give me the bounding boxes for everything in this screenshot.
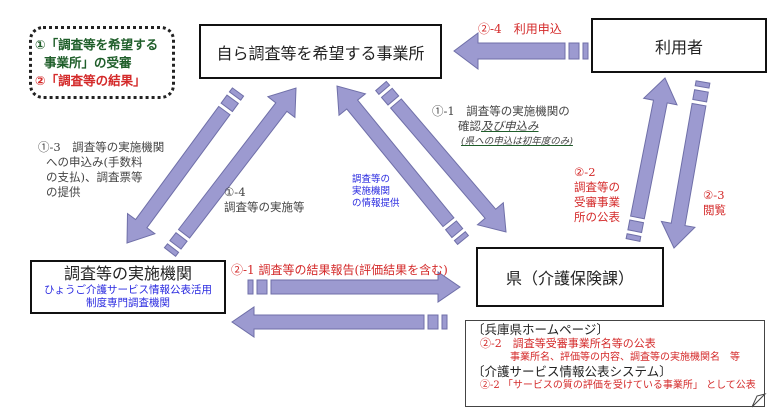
agency-subtitle-1: ひょうご介護サービス情報公表活用: [44, 284, 212, 296]
arrow-step-1-4-icon: [177, 87, 297, 239]
arrow-step-1-1-tail-dash: [375, 80, 391, 96]
agency-title: 調査等の実施機関: [63, 264, 192, 283]
label-step-1-3-line: の支払)、調査票等: [46, 170, 143, 184]
note-hp-heading: 〔兵庫県ホームページ〕: [472, 322, 609, 337]
arrow-step-1-3-icon: [126, 105, 231, 244]
arrow-step-1-3-tail-dash: [220, 94, 239, 113]
node-user-label: 利用者: [654, 37, 703, 57]
node-prefecture: 県（介護保険課）: [476, 247, 664, 307]
node-survey-agency: 調査等の実施機関 ひょうご介護サービス情報公表活用 制度専門調査機関: [30, 260, 226, 314]
label-step-1-4-line: ①-4: [224, 185, 246, 199]
legend-line-1: ①「調査等を希望する: [35, 37, 159, 52]
publication-note-box: 〔兵庫県ホームページ〕 ②-2 調査等受審事業所名等の公表 事業所名、評価等の内…: [465, 320, 765, 407]
arrow-step-1-1-tail-dash: [380, 87, 400, 106]
arrow-agency-info-tail-dash: [444, 220, 464, 239]
note-hp-line-2: 事業所名、評価等の内容、調査等の実施機関名 等: [510, 352, 740, 363]
arrow-step-2-4-tail-dash: [568, 42, 580, 60]
arrow-step-2-2-icon: [630, 77, 678, 220]
label-step-2-2-line: 受審事業: [574, 195, 620, 209]
arrow-step-2-1-return-tail-dash: [441, 314, 448, 330]
label-step-2-1: ②-1 調査等の結果報告(評価結果を含む): [231, 263, 448, 277]
arrow-step-2-3-icon: [660, 102, 707, 249]
label-agency-info-line: 実施機関: [352, 186, 391, 197]
label-step-2-2-line: 調査等の: [574, 180, 620, 194]
arrow-step-2-4-icon: [453, 32, 566, 70]
arrow-step-2-3-tail-dash: [694, 80, 711, 89]
arrow-step-1-1-icon: [389, 98, 507, 233]
arrow-step-1-4-tail-dash: [169, 232, 188, 250]
arrow-step-2-1-icon: [270, 271, 461, 303]
node-applicant-label: 自ら調査等を希望する事業所: [216, 43, 425, 63]
arrow-step-2-2-tail-dash: [625, 233, 642, 242]
label-agency-info: 調査等の 実施機関 の情報提供: [352, 174, 400, 210]
legend-line-3: ②「調査等の結果」: [35, 73, 146, 88]
arrow-agency-info-icon: [336, 85, 455, 228]
arrow-step-1-4-tail-dash: [163, 243, 180, 258]
label-step-1-4: ①-4 調査等の実施等: [224, 185, 305, 215]
label-step-1-1-confirm: 確認: [458, 119, 481, 133]
label-step-1-3-line: への申込み(手数料: [46, 155, 143, 169]
label-step-2-3-line: ②-3: [703, 188, 725, 202]
label-step-1-1: ①-1 調査等の実施機関の 確認及び申込み (県への申込は初年度のみ): [432, 104, 573, 149]
arrow-step-2-1-return-tail-dash: [427, 314, 439, 330]
label-step-1-1-line: ①-1 調査等の実施機関の: [432, 104, 570, 118]
label-step-1-3: ①-3 調査等の実施機関 への申込み(手数料 の支払)、調査票等 の提供: [38, 140, 164, 200]
label-step-1-3-line: ①-3 調査等の実施機関: [38, 140, 165, 154]
arrow-agency-info-tail-dash: [453, 230, 470, 246]
note-sys-heading: 〔介護サービス情報公表システム〕: [472, 364, 672, 379]
legend-box: ①「調査等を希望する 事業所」の受審 ②「調査等の結果」: [29, 26, 175, 99]
label-agency-info-line: 調査等の: [352, 174, 391, 185]
label-agency-info-line: の情報提供: [352, 198, 400, 209]
label-step-2-4: ②-4 利用申込: [478, 22, 562, 36]
label-step-1-1-note: (県への申込は初年度のみ): [461, 136, 573, 147]
arrow-step-2-1-tail-dash: [256, 279, 268, 295]
node-user: 利用者: [591, 18, 767, 73]
label-step-1-4-line: 調査等の実施等: [224, 200, 305, 214]
note-hp-line-1: ②-2 調査等受審事業所名等の公表: [480, 337, 656, 350]
arrow-step-1-3-tail-dash: [228, 87, 245, 101]
label-step-1-1-apply: 及び申込み: [481, 119, 539, 133]
arrow-step-2-3-tail-dash: [692, 89, 709, 103]
arrow-step-2-1-tail-dash: [247, 279, 254, 295]
node-prefecture-label: 県（介護保険課）: [505, 269, 634, 288]
note-sys-line-1: ②-2 「サービスの質の評価を受けている事業所」 として公表: [480, 380, 756, 391]
legend-line-2: 事業所」の受審: [44, 55, 132, 70]
node-applicant-business: 自ら調査等を希望する事業所: [199, 24, 442, 79]
label-step-2-3-line: 閲覧: [703, 203, 726, 217]
label-step-1-3-line: の提供: [46, 185, 81, 199]
arrow-step-2-1-return-icon: [231, 306, 425, 338]
agency-subtitle-2: 制度専門調査機関: [86, 297, 170, 309]
arrow-step-2-4-tail-dash: [582, 42, 589, 60]
label-step-2-2-line: 所の公表: [574, 210, 620, 224]
label-step-2-2: ②-2 調査等の 受審事業 所の公表: [574, 165, 620, 225]
label-step-2-3: ②-3 閲覧: [703, 188, 726, 218]
arrow-step-2-2-tail-dash: [627, 219, 645, 234]
label-step-2-2-line: ②-2: [574, 165, 596, 179]
